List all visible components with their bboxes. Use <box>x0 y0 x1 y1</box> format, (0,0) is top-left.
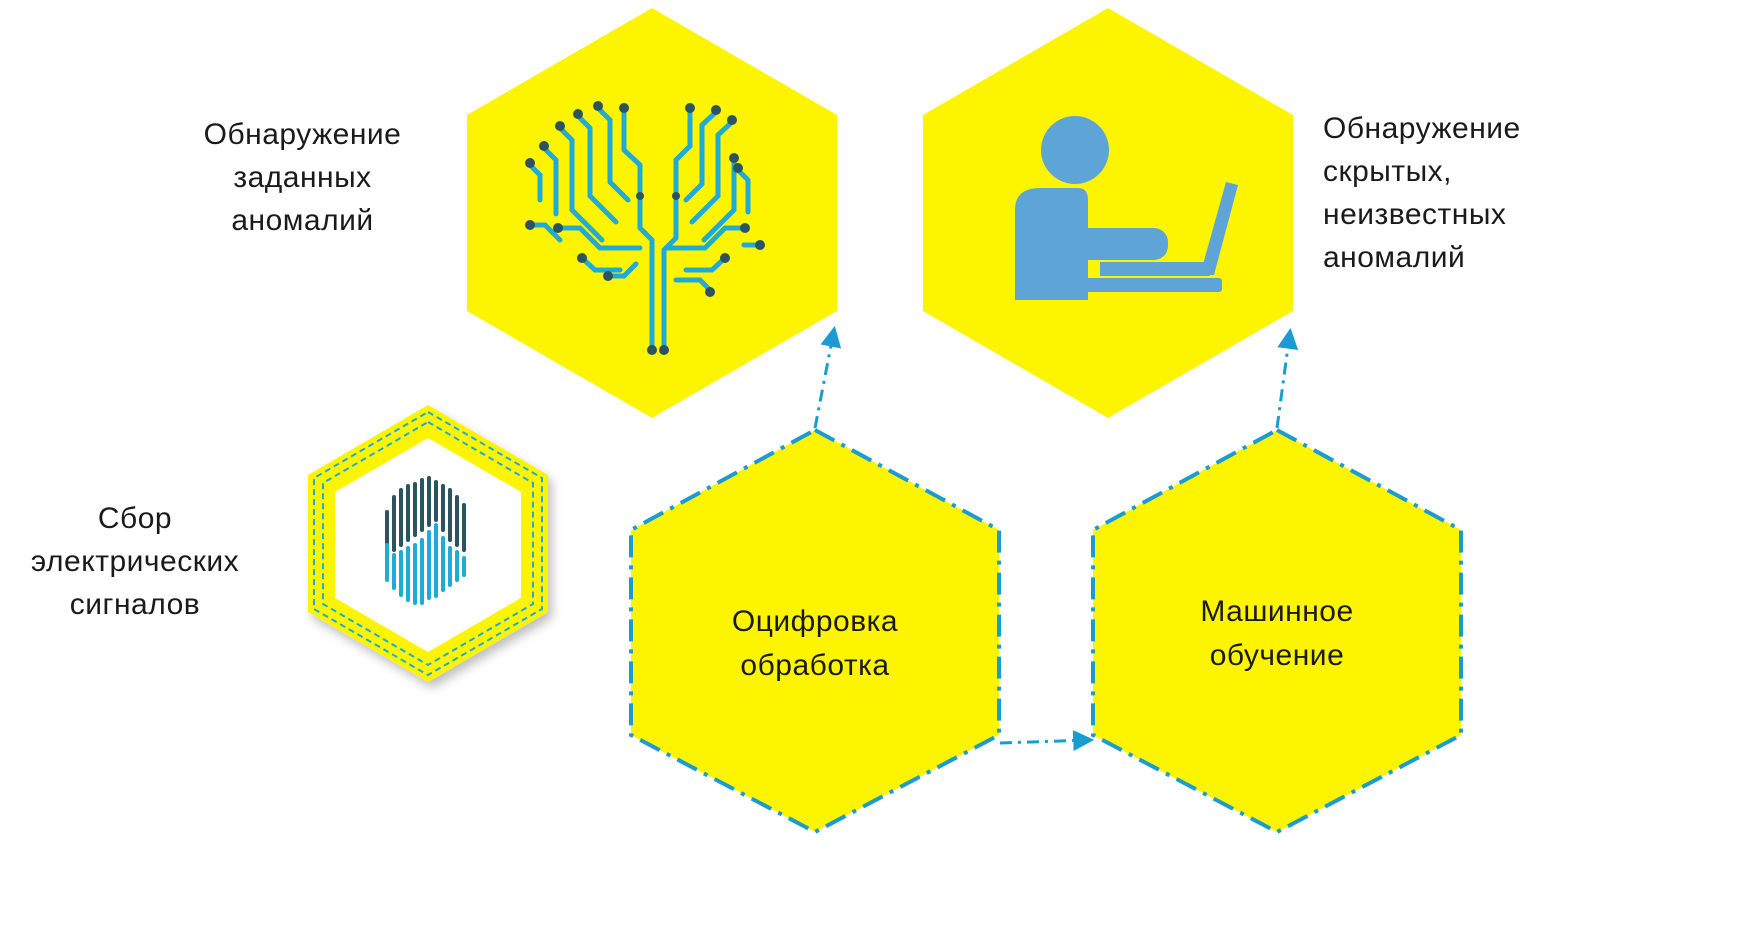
person-laptop-icon <box>1015 116 1238 300</box>
machine-learning-label: Машинное обучение <box>1122 590 1432 678</box>
machine-learning-line-1: Машинное <box>1200 595 1354 628</box>
digitization-line-2: обработка <box>740 649 890 682</box>
known-anomalies-line-1: Обнаружение <box>203 118 402 151</box>
signal-collection-line-2: электрических <box>30 545 240 578</box>
known-anomalies-line-2: заданных <box>233 161 372 194</box>
hidden-anomalies-line-2: скрытых, <box>1323 155 1453 188</box>
known-anomalies-label: Обнаружение заданных аномалий <box>180 113 425 242</box>
digitization-line-1: Оцифровка <box>731 605 899 638</box>
digitization-label: Оцифровка обработка <box>660 600 970 688</box>
known-anomalies-line-3: аномалий <box>231 204 374 237</box>
digitization-hexagon <box>629 427 1001 835</box>
hidden-anomalies-line-1: Обнаружение <box>1323 112 1521 145</box>
machine-learning-line-2: обучение <box>1209 639 1345 672</box>
signal-collection-line-3: сигналов <box>69 588 201 621</box>
connector-ml-to-hidden <box>1275 327 1299 429</box>
hidden-anomalies-line-3: неизвестных <box>1323 198 1507 231</box>
brain-circuit-nodes <box>525 101 765 355</box>
connectors <box>813 325 1299 752</box>
hidden-anomalies-line-4: аномалий <box>1323 241 1466 274</box>
hidden-anomalies-label: Обнаружение скрытых, неизвестных аномали… <box>1323 107 1753 279</box>
known-anomalies-hexagon <box>467 8 837 418</box>
connector-digitization-to-known <box>813 325 842 429</box>
signal-collection-dashed-border <box>313 410 543 677</box>
machine-learning-hexagon <box>1091 427 1463 835</box>
hidden-anomalies-hexagon <box>923 8 1293 418</box>
connector-digitization-to-ml <box>999 730 1095 752</box>
signal-collection-label: Сбор электрических сигналов <box>0 497 270 626</box>
signal-waveform-icon <box>385 476 466 605</box>
signal-collection-line-1: Сбор <box>97 502 173 535</box>
